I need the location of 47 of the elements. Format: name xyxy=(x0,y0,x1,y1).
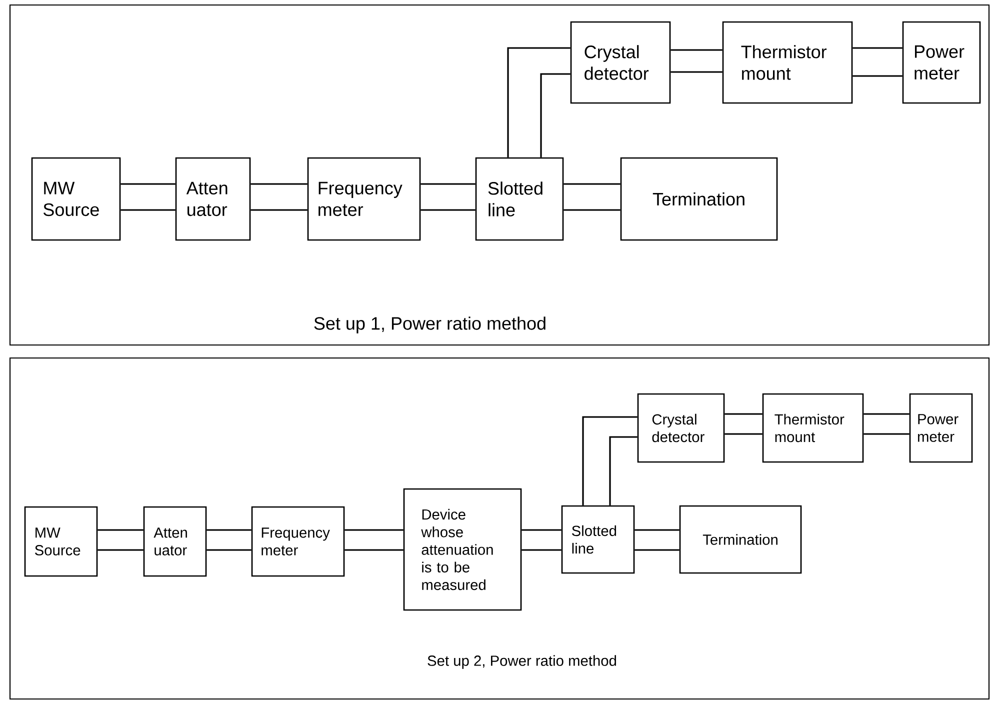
waveguide-line xyxy=(670,49,722,51)
waveguide-line xyxy=(206,529,252,531)
component-box: Atten uator xyxy=(175,157,251,241)
component-box: Termination xyxy=(620,157,778,241)
component-box: Crystal detector xyxy=(570,21,671,104)
component-box: MW Source xyxy=(24,506,98,577)
waveguide-line xyxy=(507,47,570,158)
component-box: Termination xyxy=(679,505,802,574)
component-box: Slotted line xyxy=(561,505,635,574)
component-box: Frequency meter xyxy=(251,506,345,577)
waveguide-line xyxy=(420,183,476,185)
component-box: Frequency meter xyxy=(307,157,421,241)
waveguide-line xyxy=(634,529,680,531)
waveguide-line xyxy=(864,413,910,415)
waveguide-line xyxy=(120,209,176,211)
component-box: Atten uator xyxy=(143,506,207,577)
waveguide-line xyxy=(250,183,308,185)
waveguide-line xyxy=(864,433,910,435)
waveguide-line xyxy=(344,529,404,531)
component-box: Power meter xyxy=(902,21,981,104)
waveguide-line xyxy=(250,209,308,211)
waveguide-line xyxy=(420,209,476,211)
waveguide-line xyxy=(609,436,638,506)
waveguide-line xyxy=(344,549,404,551)
component-box: Device whose attenuation is to be measured xyxy=(403,488,522,611)
component-box: Crystal detector xyxy=(637,393,725,463)
waveguide-line xyxy=(98,529,144,531)
waveguide-line xyxy=(670,71,722,73)
waveguide-line xyxy=(564,183,620,185)
component-box: Thermistor mount xyxy=(722,21,853,104)
waveguide-line xyxy=(852,75,902,77)
waveguide-line xyxy=(564,209,620,211)
component-box: Thermistor mount xyxy=(762,393,864,463)
component-box: Power meter xyxy=(909,393,973,463)
waveguide-line xyxy=(522,529,562,531)
waveguide-line xyxy=(582,416,638,506)
waveguide-line xyxy=(724,413,762,415)
waveguide-line xyxy=(206,549,252,551)
waveguide-line xyxy=(98,549,144,551)
component-box: MW Source xyxy=(31,157,121,241)
waveguide-line xyxy=(120,183,176,185)
component-box: Slotted line xyxy=(475,157,564,241)
waveguide-line xyxy=(852,47,902,49)
waveguide-line xyxy=(540,73,570,158)
waveguide-line xyxy=(724,433,762,435)
waveguide-line xyxy=(522,549,562,551)
waveguide-line xyxy=(634,549,680,551)
